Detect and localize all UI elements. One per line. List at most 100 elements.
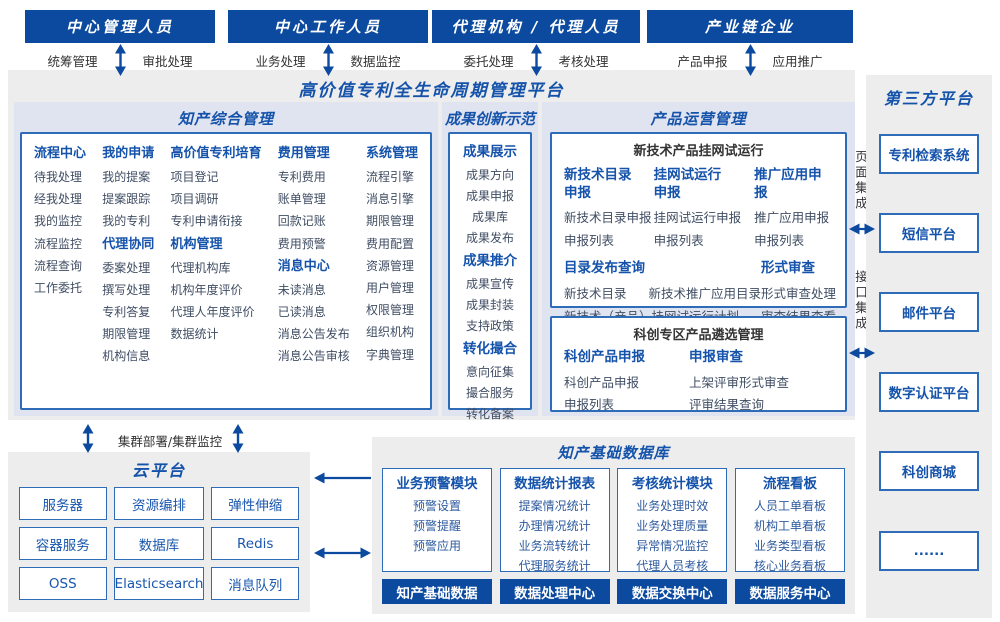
group-header: 申报审查: [689, 349, 743, 365]
group-item: 成果方向: [465, 167, 514, 182]
product-trial-columns: 新技术目录申报新技术目录申报申报列表挂网试运行申报挂网试运行申报申报列表推广应用…: [552, 159, 845, 252]
db-footer-bar: 数据服务中心: [734, 579, 845, 604]
third-party-title: 第三方平台: [883, 89, 974, 108]
ip-management-box: 流程中心待我处理经我处理我的监控流程监控流程查询工作委托我的申请我的提案提案跟踪…: [20, 132, 432, 410]
role-double-arrow: [744, 44, 757, 76]
role-sub-labels: 业务处理 数据监控: [228, 44, 428, 76]
group-item: 项目调研: [170, 192, 219, 207]
group-item: 流程监控: [34, 236, 83, 251]
group-item: 提案跟踪: [102, 192, 151, 207]
group-header: 新技术目录申报: [564, 167, 632, 201]
group-item: 撰写处理: [102, 282, 151, 297]
db-footer-bar: 数据交换中心: [617, 579, 728, 604]
group-item: 成果库: [471, 209, 508, 224]
third-party-box-4: 数字认证平台: [879, 372, 979, 412]
module-item: 预警提醒: [412, 519, 461, 534]
group-item: 工作委托: [34, 280, 83, 295]
module-header: 数据统计报表: [514, 476, 596, 492]
role-left-label: 产品申报: [677, 53, 728, 69]
group-item: 消息公告审核: [277, 349, 350, 364]
role-right-label: 审批处理: [142, 53, 193, 69]
db-module-2: 数据统计报表提案情况统计办理情况统计业务流转统计代理服务统计: [499, 468, 610, 573]
cloud-cell: 消息队列: [211, 567, 299, 600]
cluster-arrow-right: [231, 424, 245, 453]
third-party-box-6: ......: [879, 531, 979, 571]
section-achievements: 成果创新示范 成果展示成果方向成果申报成果库成果发布成果推介成果宣传成果封装支持…: [442, 102, 538, 421]
section-ip-management: 知产综合管理 流程中心待我处理经我处理我的监控流程监控流程查询工作委托我的申请我…: [14, 102, 438, 416]
module-item: 预警应用: [412, 539, 461, 554]
platform-panel: 高价值专利全生命周期管理平台 知产综合管理 流程中心待我处理经我处理我的监控流程…: [8, 70, 855, 421]
catalog-row: 新技术目录新技术推广应用目录: [564, 283, 761, 306]
group-item: 期限管理: [365, 214, 414, 229]
group-item: 用户管理: [365, 280, 414, 295]
module-item: 业务类型看板: [753, 539, 826, 554]
double-arrow-vertical-icon: [530, 44, 542, 76]
group-header: 代理协同: [102, 236, 155, 252]
group-item: 账单管理: [277, 192, 326, 207]
third-party-box-1: 专利检索系统: [879, 134, 979, 174]
role-left-label: 委托处理: [463, 53, 514, 69]
module-item: 办理情况统计: [518, 519, 591, 534]
role-title: 中心管理人员: [25, 10, 215, 43]
double-arrow-horizontal-icon: [314, 547, 371, 559]
module-item: 预警设置: [412, 498, 461, 513]
cloud-cell: 服务器: [19, 487, 107, 520]
sci-column-1: 科创产品申报科创产品申报申报列表: [564, 345, 645, 417]
group-item: 权限管理: [365, 303, 414, 318]
group-item: 成果发布: [465, 230, 514, 245]
group-header: 机构管理: [170, 236, 223, 252]
group-item: 资源管理: [365, 258, 414, 273]
cloud-cell: 资源编排: [113, 487, 205, 520]
group-item: 未读消息: [277, 282, 326, 297]
group-item: 消息引擎: [365, 192, 414, 207]
group-item: 转化备案: [465, 406, 514, 421]
group-item: 形式审查处理: [761, 286, 837, 302]
group-header: 成果推介: [463, 252, 517, 269]
cluster-arrow-left: [81, 424, 95, 453]
group-item: 回款记账: [277, 214, 326, 229]
double-arrow-vertical-icon: [232, 424, 244, 453]
third-party-box-3: 邮件平台: [879, 292, 979, 332]
group-item: 项目登记: [170, 170, 219, 185]
role-double-arrow: [530, 44, 543, 76]
trial-column-3: 推广应用申报推广应用申报申报列表: [754, 163, 833, 252]
double-arrow-vertical-icon: [82, 424, 94, 453]
module-item: 业务处理时效: [636, 498, 709, 513]
sci-innovation-columns: 科创产品申报科创产品申报申报列表申报审查上架评审形式审查评审结果查询: [552, 343, 845, 417]
group-item: 新技术目录申报: [564, 210, 652, 226]
group-item: 申报列表: [564, 232, 615, 248]
role-group-1: 中心管理人员统筹管理 审批处理: [25, 10, 215, 76]
double-arrow-horizontal-icon: [849, 347, 875, 359]
group-header: 我的申请: [102, 146, 155, 161]
section-title: 知产综合管理: [177, 110, 274, 128]
cloud-cell: Redis: [211, 527, 299, 560]
group-header: 推广应用申报: [754, 167, 822, 201]
group-header: 科创产品申报: [564, 349, 645, 365]
group-item: 期限管理: [102, 327, 151, 342]
role-left-label: 统筹管理: [47, 53, 98, 69]
module-item: 代理人员考核: [636, 559, 709, 574]
ip-column-5: 系统管理流程引擎消息引擎期限管理费用配置资源管理用户管理权限管理组织机构字典管理: [366, 142, 418, 400]
group-item: 评审结果查询: [689, 397, 765, 413]
group-item: 专利费用: [277, 170, 326, 185]
module-item: 人员工单看板: [753, 498, 826, 513]
ip-database-modules: 业务预警模块预警设置预警提醒预警应用 数据统计报表提案情况统计办理情况统计业务流转…: [372, 463, 855, 573]
role-title: 产业链企业: [647, 10, 853, 43]
cloud-cell: Elasticsearch: [113, 567, 205, 600]
group-header: 费用管理: [277, 146, 330, 161]
group-item: 新技术推广应用目录: [648, 286, 762, 302]
role-sub-labels: 统筹管理 审批处理: [25, 44, 215, 76]
group-item: 委案处理: [102, 260, 151, 275]
db-module-4: 流程看板人员工单看板机构工单看板业务类型看板核心业务看板: [734, 468, 845, 573]
group-item: 流程引擎: [365, 170, 414, 185]
sci-column-2: 申报审查上架评审形式审查评审结果查询: [689, 345, 789, 417]
third-party-box-2: 短信平台: [879, 213, 979, 253]
product-trial-box: 新技术产品挂网试运行 新技术目录申报新技术目录申报申报列表挂网试运行申报挂网试运…: [550, 132, 847, 324]
module-item: 业务处理质量: [636, 519, 709, 534]
group-item: 申报列表: [754, 232, 805, 248]
cloud-cell: 数据库: [113, 527, 205, 560]
module-header: 业务预警模块: [396, 476, 478, 492]
group-item: 申报列表: [653, 232, 704, 248]
